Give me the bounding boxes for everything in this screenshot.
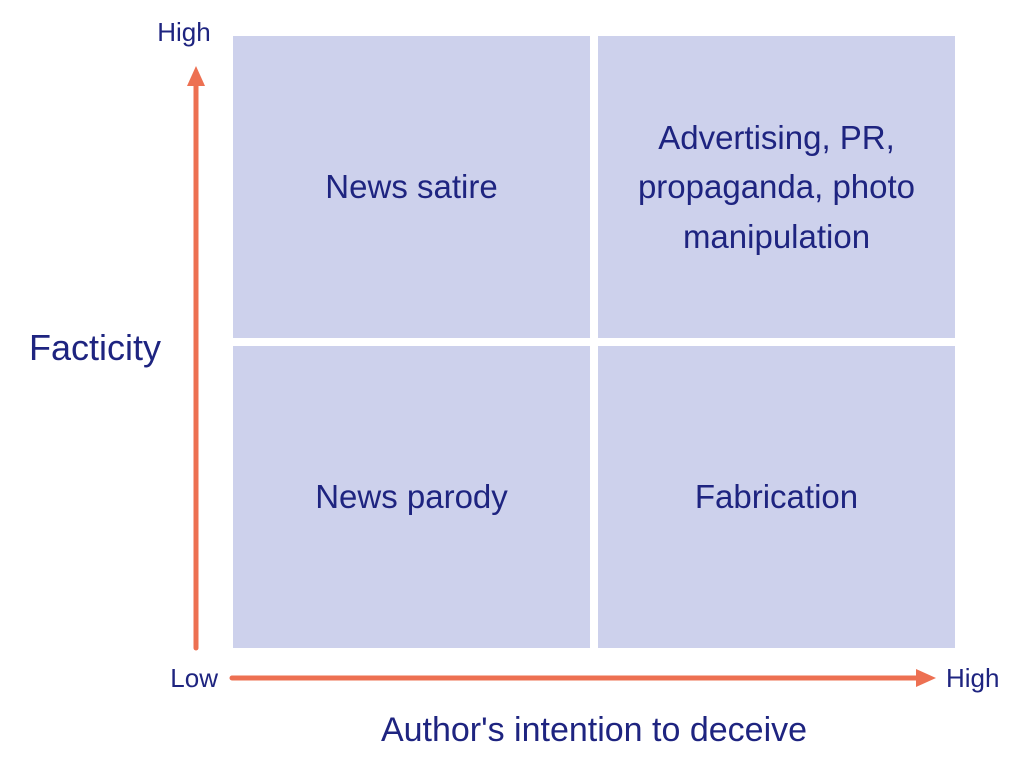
quadrant-bottom-left: News parody <box>233 346 590 648</box>
quadrant-bottom-right: Fabrication <box>598 346 955 648</box>
y-axis-high-label: High <box>157 17 211 47</box>
quadrant-grid: News satire Advertising, PR, propaganda,… <box>233 36 955 648</box>
quadrant-top-left: News satire <box>233 36 590 338</box>
up-arrow-icon <box>187 66 205 651</box>
quadrant-label-news-parody: News parody <box>315 478 508 516</box>
right-arrow-icon <box>229 669 936 687</box>
x-axis-high-label: High <box>946 663 1000 693</box>
quadrant-label-advertising: Advertising, PR, propaganda, photo manip… <box>637 118 916 255</box>
x-axis-title: Author's intention to deceive <box>380 711 808 749</box>
y-axis-title: Facticity <box>28 327 161 368</box>
quadrant-label-fabrication: Fabrication <box>694 478 859 516</box>
quadrant-top-right: Advertising, PR, propaganda, photo manip… <box>598 36 955 338</box>
x-axis-low-label: Low <box>170 663 218 693</box>
quadrant-label-news-satire: News satire <box>325 168 498 206</box>
